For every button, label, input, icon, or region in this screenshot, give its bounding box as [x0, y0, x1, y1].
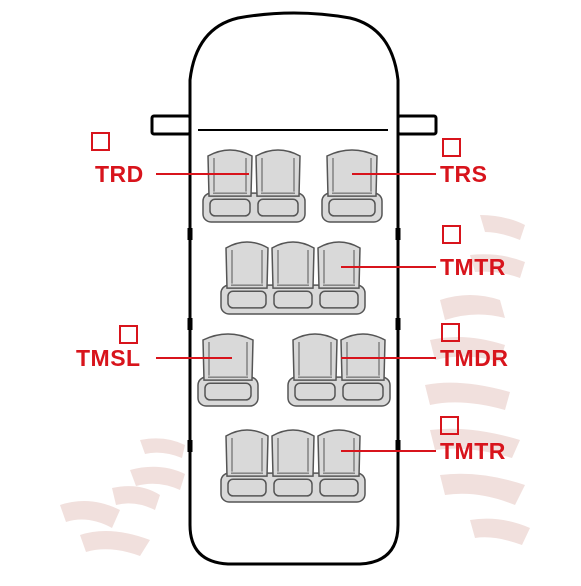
label-trd: TRD — [95, 161, 144, 187]
label-tmtr-row4: TMTR — [440, 438, 506, 464]
label-tmdr: TMDR — [440, 345, 509, 371]
seat-icon — [202, 333, 254, 401]
seat-icon — [207, 149, 253, 217]
seat-icon — [225, 429, 269, 497]
seat-icon — [225, 241, 269, 309]
seats-layer — [197, 149, 391, 503]
seat-icon — [326, 149, 378, 217]
tire-tread-watermark — [60, 215, 530, 556]
seat-icon — [271, 241, 315, 309]
label-tmtr-row2: TMTR — [440, 254, 506, 280]
seat-block-tmtr-row2 — [220, 241, 366, 315]
leader-line-trd — [156, 173, 249, 175]
seat-icon — [292, 333, 338, 401]
seat-icon — [271, 429, 315, 497]
checkbox-trs[interactable] — [442, 138, 461, 157]
seat-block-tmtr-row4 — [220, 429, 366, 503]
seat-block-trs — [321, 149, 383, 223]
right-mirror-icon — [396, 114, 438, 136]
seat-icon — [317, 429, 361, 497]
left-mirror-icon — [150, 114, 192, 136]
seat-icon — [255, 149, 301, 217]
seat-icon — [340, 333, 386, 401]
leader-line-trs — [352, 173, 436, 175]
checkbox-trd[interactable] — [91, 132, 110, 151]
label-tmsl: TMSL — [76, 345, 141, 371]
checkbox-tmtr-row2[interactable] — [442, 225, 461, 244]
leader-line-tmsl — [156, 357, 232, 359]
label-trs: TRS — [440, 161, 488, 187]
checkbox-tmtr-row4[interactable] — [440, 416, 459, 435]
leader-line-tmtr-row4 — [341, 450, 436, 452]
seat-icon — [317, 241, 361, 309]
seat-block-tmsl — [197, 333, 259, 407]
checkbox-tmsl[interactable] — [119, 325, 138, 344]
leader-line-tmtr-row2 — [341, 266, 436, 268]
checkbox-tmdr[interactable] — [441, 323, 460, 342]
leader-line-tmdr — [341, 357, 436, 359]
